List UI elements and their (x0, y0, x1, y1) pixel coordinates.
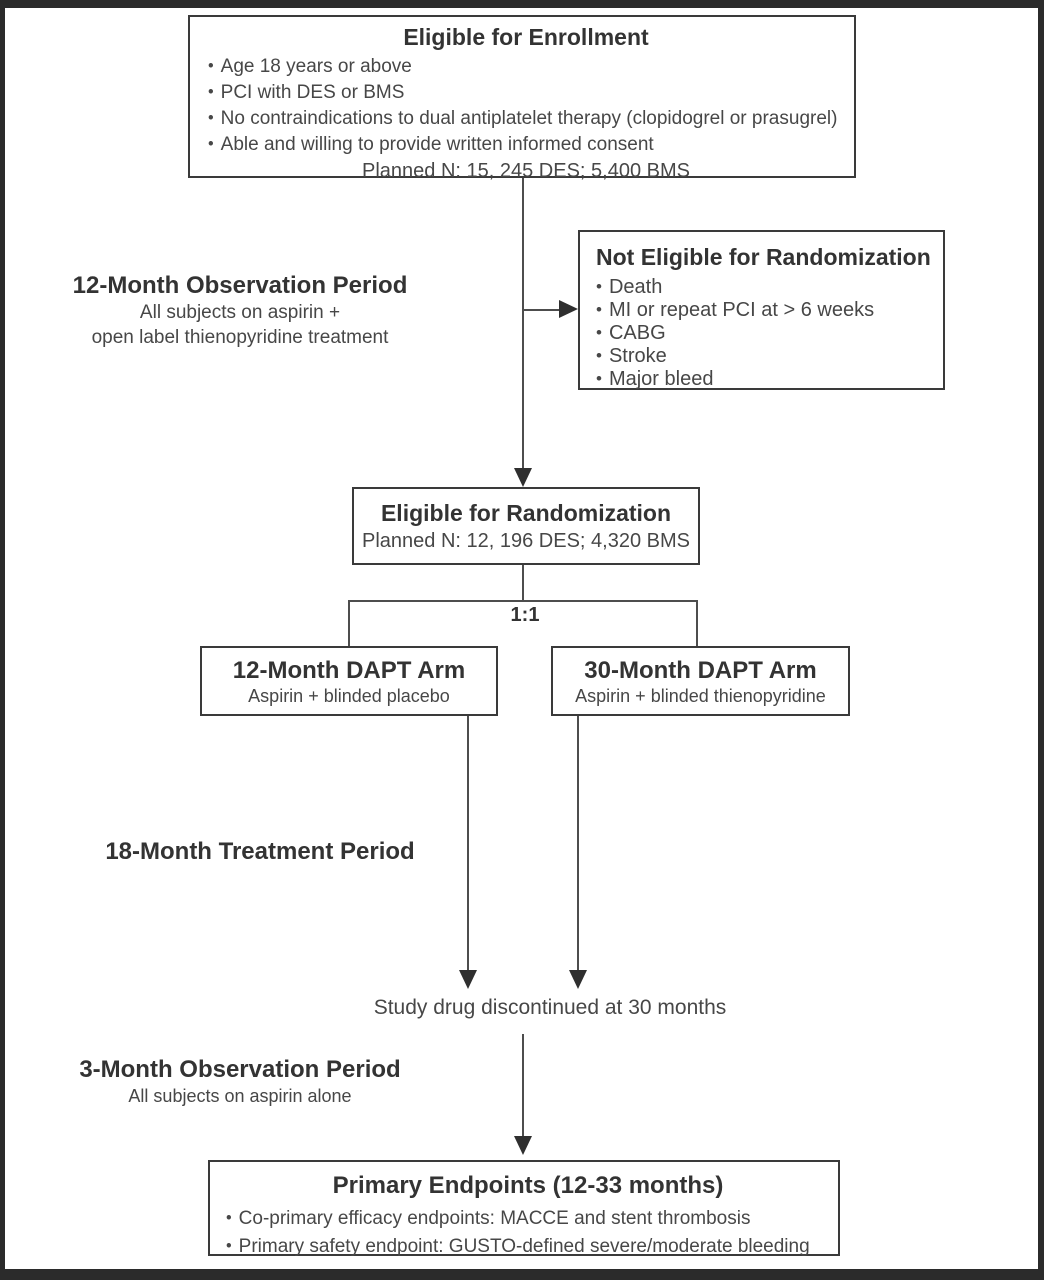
arrow-down-icon (514, 468, 532, 487)
arm-12-month-subtitle: Aspirin + blinded placebo (248, 686, 450, 706)
bullet-text: Co-primary efficacy endpoints: MACCE and… (238, 1208, 751, 1229)
bullet-item: • Co-primary efficacy endpoints: MACCE a… (226, 1205, 830, 1233)
arm-12-month-title: 12-Month DAPT Arm (232, 657, 466, 684)
bullet-item: • Primary safety endpoint: GUSTO-defined… (226, 1233, 830, 1261)
randomization-planned-n: Planned N: 12, 196 DES; 4,320 BMS (362, 530, 690, 552)
bullet-icon: • (226, 1209, 232, 1227)
bullet-text: Death (608, 276, 663, 298)
observation-12-title: 12-Month Observation Period (72, 272, 408, 299)
bullet-item: • Age 18 years or above (208, 54, 844, 80)
bullet-text: Major bleed (608, 368, 714, 390)
bullet-item: • No contraindications to dual antiplate… (208, 106, 844, 132)
bullet-text: PCI with DES or BMS (220, 82, 405, 103)
bullet-text: CABG (608, 322, 666, 344)
randomization-box-title: Eligible for Randomization (380, 500, 672, 526)
enrollment-planned-n: Planned N: 15, 245 DES; 5,400 BMS (362, 160, 690, 182)
bullet-item: • PCI with DES or BMS (208, 80, 844, 106)
bullet-text: Stroke (608, 345, 667, 367)
bullet-item: • Able and willing to provide written in… (208, 132, 844, 158)
arm-30-discontinue-line (577, 716, 579, 972)
bullet-item: • MI or repeat PCI at > 6 weeks (596, 299, 935, 322)
randomization-box: Eligible for Randomization Planned N: 12… (352, 487, 700, 565)
enrollment-bullet-list: • Age 18 years or above • PCI with DES o… (208, 54, 844, 158)
arrow-down-icon (514, 1136, 532, 1155)
connector-enrollment-randomization-line (522, 178, 524, 470)
treatment-period-label: 18-Month Treatment Period (60, 838, 460, 866)
arm-30-month-box: 30-Month DAPT Arm Aspirin + blinded thie… (551, 646, 850, 716)
bullet-icon: • (226, 1237, 232, 1255)
randomization-ratio-label: 1:1 (510, 604, 540, 626)
bullet-icon: • (208, 109, 214, 127)
arm-30-month-title: 30-Month DAPT Arm (584, 657, 817, 684)
bullet-item: • Stroke (596, 345, 935, 368)
bullet-icon: • (596, 300, 602, 319)
not-eligible-bullet-list: • Death • MI or repeat PCI at > 6 weeks … (596, 276, 935, 391)
enrollment-box: Eligible for Enrollment • Age 18 years o… (188, 15, 856, 182)
observation-12-line1: All subjects on aspirin + (139, 302, 341, 323)
bullet-icon: • (596, 346, 602, 365)
arrow-right-icon (559, 300, 578, 318)
enrollment-box-title: Eligible for Enrollment (403, 24, 649, 50)
discontinue-label: Study drug discontinued at 30 months (373, 996, 727, 1019)
arrow-down-icon (569, 970, 587, 989)
bullet-item: • Major bleed (596, 368, 935, 391)
bullet-text: MI or repeat PCI at > 6 weeks (608, 299, 875, 321)
observation-3-subtitle: All subjects on aspirin alone (128, 1086, 352, 1106)
primary-endpoints-title: Primary Endpoints (12-33 months) (332, 1172, 724, 1199)
arm-30-month-subtitle: Aspirin + blinded thienopyridine (575, 686, 826, 706)
arm-12-month-box: 12-Month DAPT Arm Aspirin + blinded plac… (200, 646, 498, 716)
bullet-text: Primary safety endpoint: GUSTO-defined s… (238, 1236, 810, 1257)
observation-12-line2: open label thienopyridine treatment (91, 327, 389, 348)
not-eligible-box-title: Not Eligible for Randomization (596, 244, 931, 270)
bullet-text: No contraindications to dual antiplatele… (220, 108, 838, 129)
bullet-icon: • (208, 135, 214, 153)
bullet-icon: • (596, 277, 602, 296)
observation-3-title: 3-Month Observation Period (79, 1056, 401, 1083)
connector-not-eligible-line (523, 309, 561, 311)
treatment-period-title: 18-Month Treatment Period (105, 838, 415, 865)
connector-randomization-split-line (522, 565, 524, 601)
bullet-text: Able and willing to provide written info… (220, 134, 654, 155)
arm-12-discontinue-line (467, 716, 469, 972)
split-right-drop-line (696, 600, 698, 646)
arrow-down-icon (459, 970, 477, 989)
primary-endpoints-box: Primary Endpoints (12-33 months) • Co-pr… (208, 1160, 840, 1257)
bullet-text: Age 18 years or above (220, 56, 412, 77)
bullet-icon: • (596, 323, 602, 342)
not-eligible-box: Not Eligible for Randomization • Death •… (578, 230, 945, 390)
bullet-icon: • (208, 57, 214, 75)
bullet-item: • CABG (596, 322, 935, 345)
bullet-icon: • (596, 369, 602, 388)
split-horizontal-line (348, 600, 698, 602)
observation-3-label: 3-Month Observation Period All subjects … (40, 1056, 440, 1109)
endpoints-bullet-list: • Co-primary efficacy endpoints: MACCE a… (226, 1205, 830, 1261)
bullet-item: • Death (596, 276, 935, 299)
bullet-icon: • (208, 83, 214, 101)
connector-endpoints-line (522, 1034, 524, 1138)
split-left-drop-line (348, 600, 350, 646)
observation-12-label: 12-Month Observation Period All subjects… (40, 272, 440, 350)
